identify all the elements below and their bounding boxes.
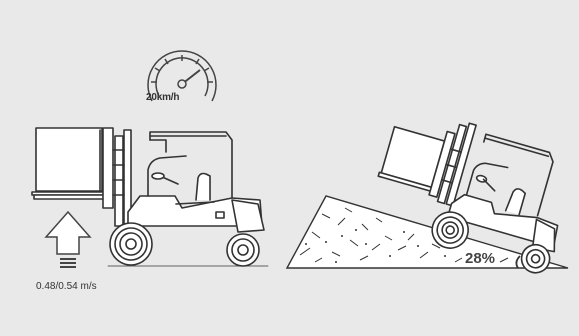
lift-speed-label: 0.48/0.54 m/s [36, 281, 97, 292]
lift-arrow-icon [46, 212, 90, 268]
max-travel-speed-label: 20km/h [146, 92, 179, 103]
gradeability-label: 28% [465, 250, 495, 267]
